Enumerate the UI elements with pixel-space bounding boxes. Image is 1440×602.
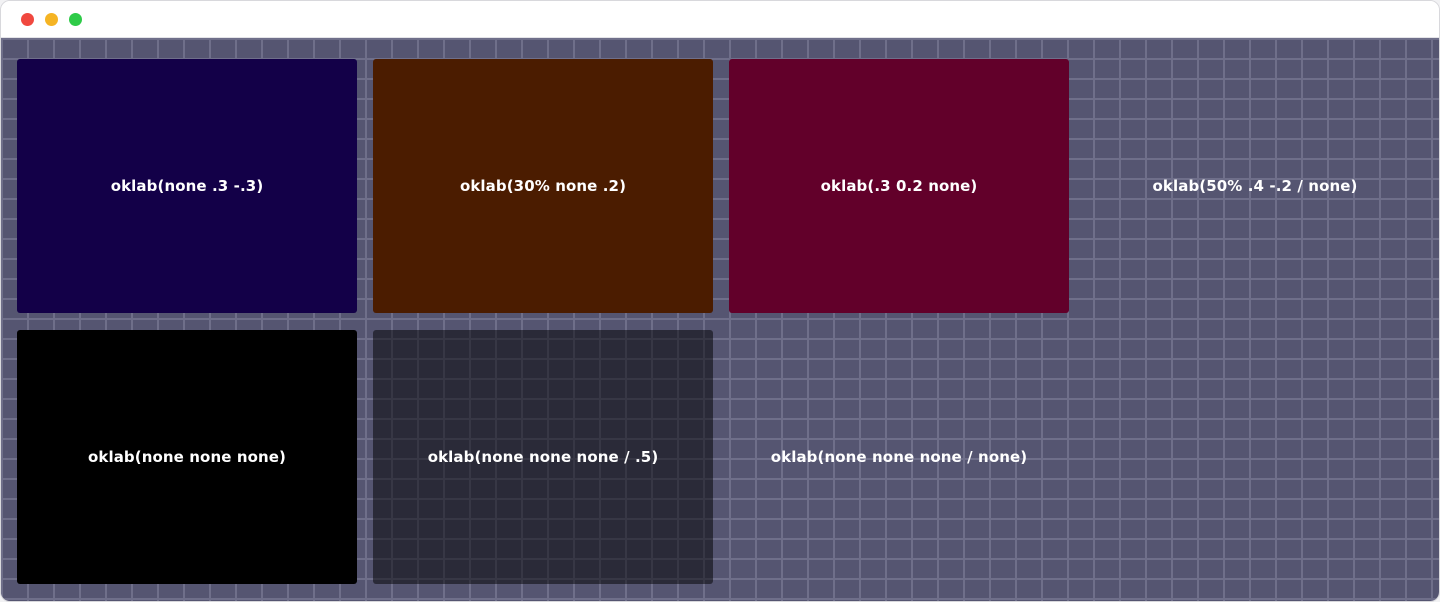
- swatch-label: oklab(none none none / .5): [427, 448, 659, 466]
- color-swatch: oklab(none none none): [17, 330, 357, 584]
- color-swatch: oklab(none none none / .5): [373, 330, 713, 584]
- swatch-label: oklab(none none none): [87, 448, 287, 466]
- page-viewport: oklab(none .3 -.3) oklab(30% none .2) ok…: [1, 38, 1439, 601]
- swatch-label: oklab(none .3 -.3): [110, 177, 264, 195]
- swatch-label: oklab(none none none / none): [770, 448, 1028, 466]
- color-swatch: oklab(none .3 -.3): [17, 59, 357, 313]
- minimize-window-button[interactable]: [45, 13, 58, 26]
- color-swatch: oklab(none none none / none): [729, 330, 1069, 584]
- swatch-label: oklab(30% none .2): [459, 177, 627, 195]
- swatch-label: oklab(50% .4 -.2 / none): [1152, 177, 1358, 195]
- zoom-window-button[interactable]: [69, 13, 82, 26]
- window-titlebar: [1, 1, 1439, 38]
- close-window-button[interactable]: [21, 13, 34, 26]
- color-swatch: oklab(50% .4 -.2 / none): [1085, 59, 1425, 313]
- swatch-grid: oklab(none .3 -.3) oklab(30% none .2) ok…: [17, 59, 1425, 584]
- color-swatch: oklab(30% none .2): [373, 59, 713, 313]
- color-swatch: oklab(.3 0.2 none): [729, 59, 1069, 313]
- swatch-label: oklab(.3 0.2 none): [820, 177, 978, 195]
